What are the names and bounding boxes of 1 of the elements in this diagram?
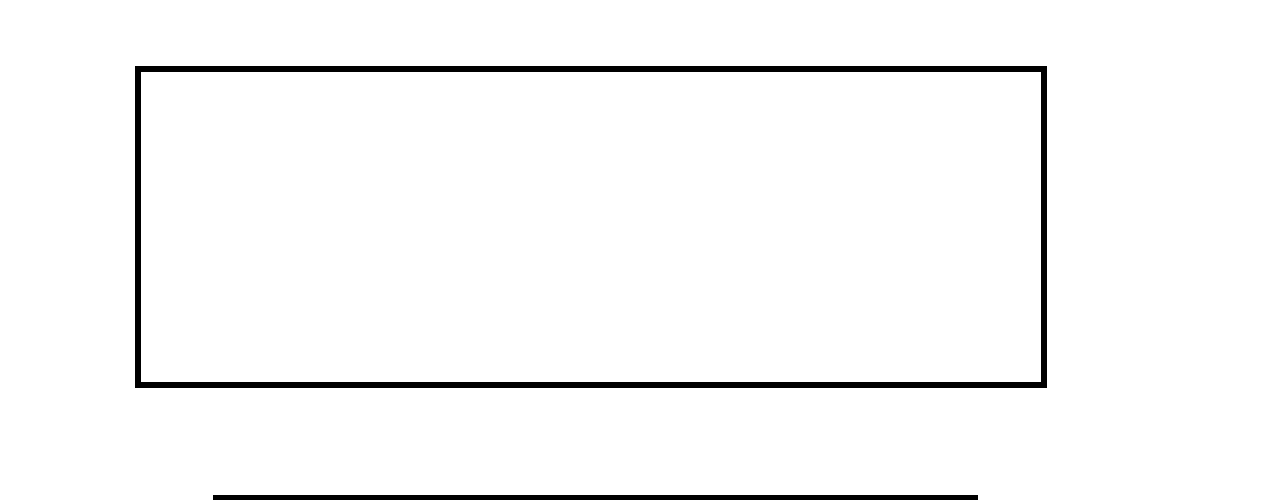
empty-box (135, 66, 1047, 388)
